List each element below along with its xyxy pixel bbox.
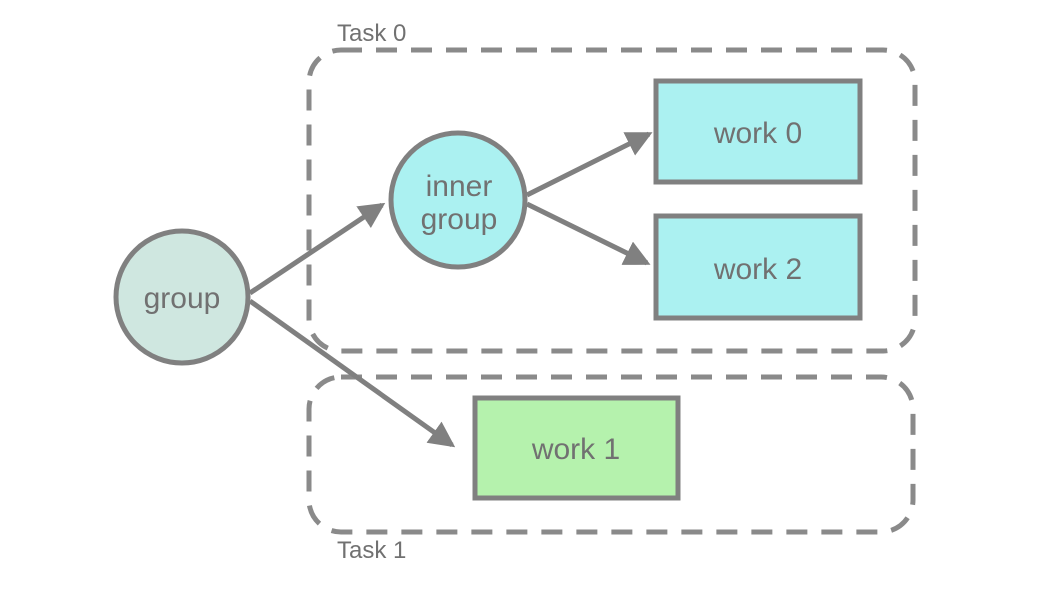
inner-group-label-line2: group [421,203,498,236]
task1-container-box [306,374,916,535]
inner-group-label-line1: inner [426,170,493,203]
work2-node [653,213,863,321]
task0-label: Task 0 [337,20,406,47]
work0-node [653,78,863,185]
edge-group-to-inner-group [248,202,386,296]
group-node [113,228,251,366]
edge-inner-group-to-work2 [525,201,651,266]
inner-group-node [388,130,528,270]
task1-label: Task 1 [337,537,406,564]
work2-node-label: work 2 [713,253,802,286]
work1-node [472,395,681,501]
group-node-label: group [144,282,221,315]
work1-node-label: work 1 [531,433,620,466]
task0-container-box [306,47,918,354]
edge-inner-group-to-work0 [525,131,653,198]
edge-group-to-work1 [248,298,456,448]
work0-node-label: work 0 [713,117,802,150]
